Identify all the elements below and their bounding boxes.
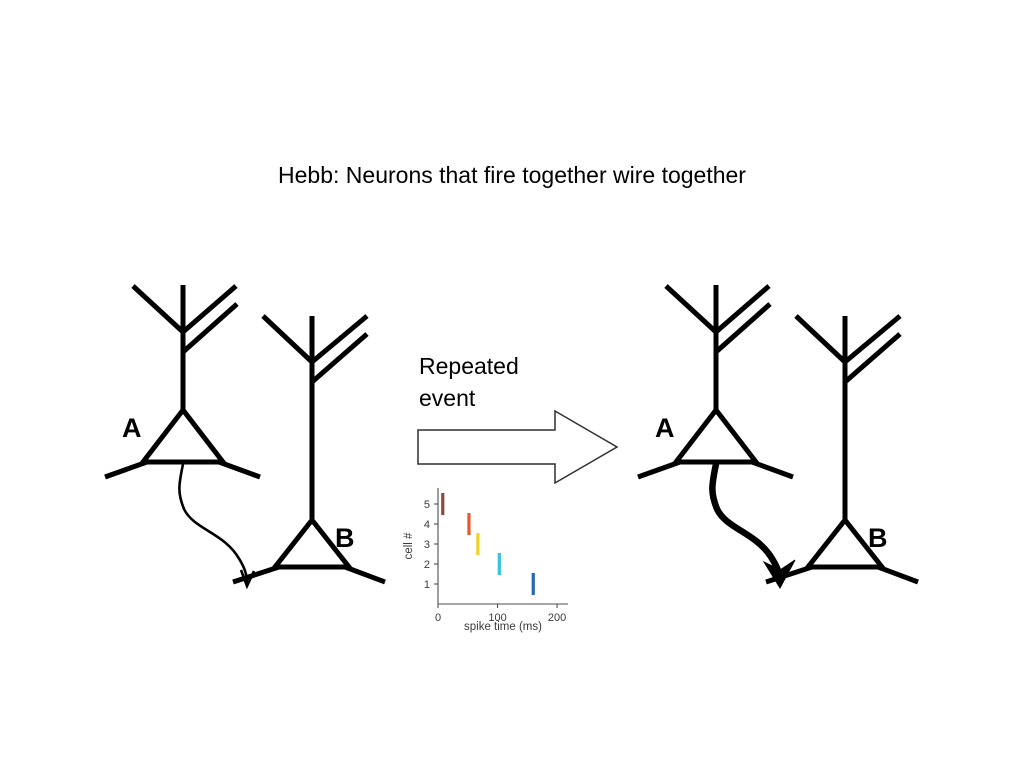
synapse-axon-strong-after	[709, 463, 784, 579]
neuron-a-branch-upper-left	[131, 284, 185, 334]
neuron-a-basal-right	[218, 459, 261, 480]
neuron-b-after	[765, 314, 919, 585]
neuron-a-basal-left	[104, 459, 148, 480]
neuron-a-branch-lower-right-after	[714, 302, 772, 354]
x-tick-label: 0	[435, 612, 441, 624]
neuron-a-branch-upper-right	[181, 284, 238, 334]
neuron-b-basal-left	[232, 564, 280, 585]
repeated-event-caption: Repeated event	[419, 350, 589, 414]
neuron-a-label-before: A	[122, 413, 142, 443]
axon-curve-strong	[709, 463, 784, 579]
spike-marks	[441, 493, 535, 595]
x-tick-label: 200	[548, 612, 566, 624]
neuron-b-label-before: B	[335, 523, 355, 553]
neuron-b-branch-upper-left-after	[794, 314, 847, 364]
neuron-b-basal-left-after	[765, 564, 813, 585]
neuron-a-branch-lower-right	[181, 302, 239, 354]
neuron-pair-after-illustration	[637, 284, 919, 590]
neuron-a-label-after: A	[655, 413, 675, 443]
neuron-panel-after: A B	[628, 270, 958, 600]
neuron-b-branch-lower-right-after	[843, 332, 902, 384]
neuron-a-branch-upper-right-after	[714, 284, 771, 334]
spike-raster-svg: 1 2 3 4 5 0 100 200 spike time (ms) cell #	[403, 488, 568, 633]
neuron-b-before	[232, 314, 386, 585]
y-tick-label: 3	[424, 539, 430, 551]
neuron-b-branch-upper-right	[310, 314, 369, 364]
neuron-panel-before: A B	[95, 270, 425, 600]
neuron-b-basal-right	[344, 564, 386, 585]
neuron-a-basal-left-after	[637, 459, 681, 480]
y-tick-label: 5	[424, 499, 430, 511]
neuron-a-basal-right-after	[751, 459, 794, 480]
spike-raster-chart: 1 2 3 4 5 0 100 200 spike time (ms) cell #	[398, 482, 588, 634]
y-tick-label: 4	[424, 519, 430, 531]
axon-arrowhead-strong	[762, 559, 796, 590]
neuron-b-label-after: B	[868, 523, 888, 553]
neuron-a-before	[104, 284, 261, 480]
neuron-b-branch-upper-left	[261, 314, 314, 364]
neuron-b-branch-lower-right	[310, 332, 369, 384]
y-axis-label: cell #	[403, 532, 415, 559]
block-arrow-right-icon	[417, 409, 619, 485]
x-tick-label: 100	[488, 612, 506, 624]
neuron-b-basal-right-after	[877, 564, 919, 585]
repeated-event-line-1: Repeated	[419, 353, 519, 379]
x-axis-label: spike time (ms)	[464, 621, 542, 633]
page-title: Hebb: Neurons that fire together wire to…	[278, 162, 746, 188]
neuron-a-branch-upper-left-after	[664, 284, 718, 334]
block-arrow-outline	[417, 409, 619, 485]
neuron-pair-before-illustration	[104, 284, 386, 590]
repeated-event-line-2: event	[419, 385, 476, 411]
y-tick-label: 1	[424, 579, 430, 591]
neuron-a-soma	[137, 405, 229, 465]
neuron-b-soma	[269, 515, 355, 570]
y-axis-ticks: 1 2 3 4 5	[424, 499, 438, 591]
synapse-axon-weak-before	[178, 463, 256, 590]
axon-curve-weak	[178, 463, 249, 584]
neuron-a-after	[637, 284, 794, 480]
neuron-a-soma-after	[670, 405, 762, 465]
neuron-b-soma-after	[802, 515, 888, 570]
axon-arrowhead-weak	[239, 569, 256, 590]
x-axis-ticks: 0 100 200	[435, 604, 566, 624]
y-tick-label: 2	[424, 559, 430, 571]
neuron-b-branch-upper-right-after	[843, 314, 902, 364]
